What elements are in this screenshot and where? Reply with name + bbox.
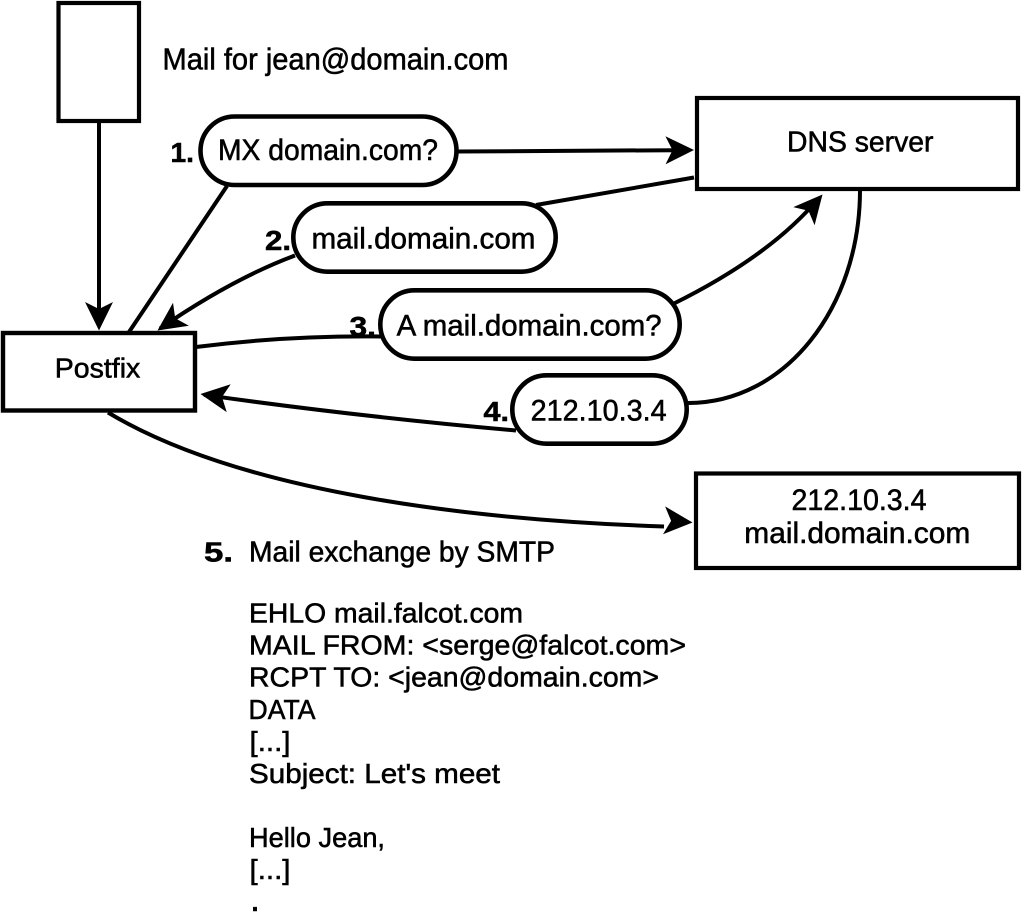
svg-text:4.: 4. xyxy=(484,396,510,427)
svg-text:[...]: [...] xyxy=(250,726,291,757)
svg-text:MAIL FROM: <serge@falcot.com>: MAIL FROM: <serge@falcot.com> xyxy=(249,630,686,661)
svg-text:5.: 5. xyxy=(204,537,233,568)
svg-text:.: . xyxy=(250,878,260,919)
svg-text:Hello Jean,: Hello Jean, xyxy=(249,822,385,853)
svg-text:MX domain.com?: MX domain.com? xyxy=(218,134,438,167)
svg-text:DATA: DATA xyxy=(249,694,316,725)
svg-text:212.10.3.4: 212.10.3.4 xyxy=(792,484,927,517)
svg-text:[...]: [...] xyxy=(250,854,291,885)
svg-text:A mail.domain.com?: A mail.domain.com? xyxy=(397,310,662,343)
svg-text:DNS server: DNS server xyxy=(787,127,934,159)
svg-text:RCPT TO: <jean@domain.com>: RCPT TO: <jean@domain.com> xyxy=(249,662,659,693)
svg-text:212.10.3.4: 212.10.3.4 xyxy=(531,395,667,428)
svg-text:Subject: Let's meet: Subject: Let's meet xyxy=(249,758,500,789)
svg-text:2.: 2. xyxy=(265,225,291,256)
svg-text:mail.domain.com: mail.domain.com xyxy=(744,517,970,550)
svg-text:mail.domain.com: mail.domain.com xyxy=(312,223,536,256)
svg-text:1.: 1. xyxy=(171,137,195,168)
svg-text:EHLO mail.falcot.com: EHLO mail.falcot.com xyxy=(249,598,523,629)
svg-text:Mail for jean@domain.com: Mail for jean@domain.com xyxy=(163,42,509,77)
svg-text:Postfix: Postfix xyxy=(55,353,141,384)
svg-text:Mail exchange by SMTP: Mail exchange by SMTP xyxy=(249,537,555,569)
svg-text:3.: 3. xyxy=(350,311,377,342)
